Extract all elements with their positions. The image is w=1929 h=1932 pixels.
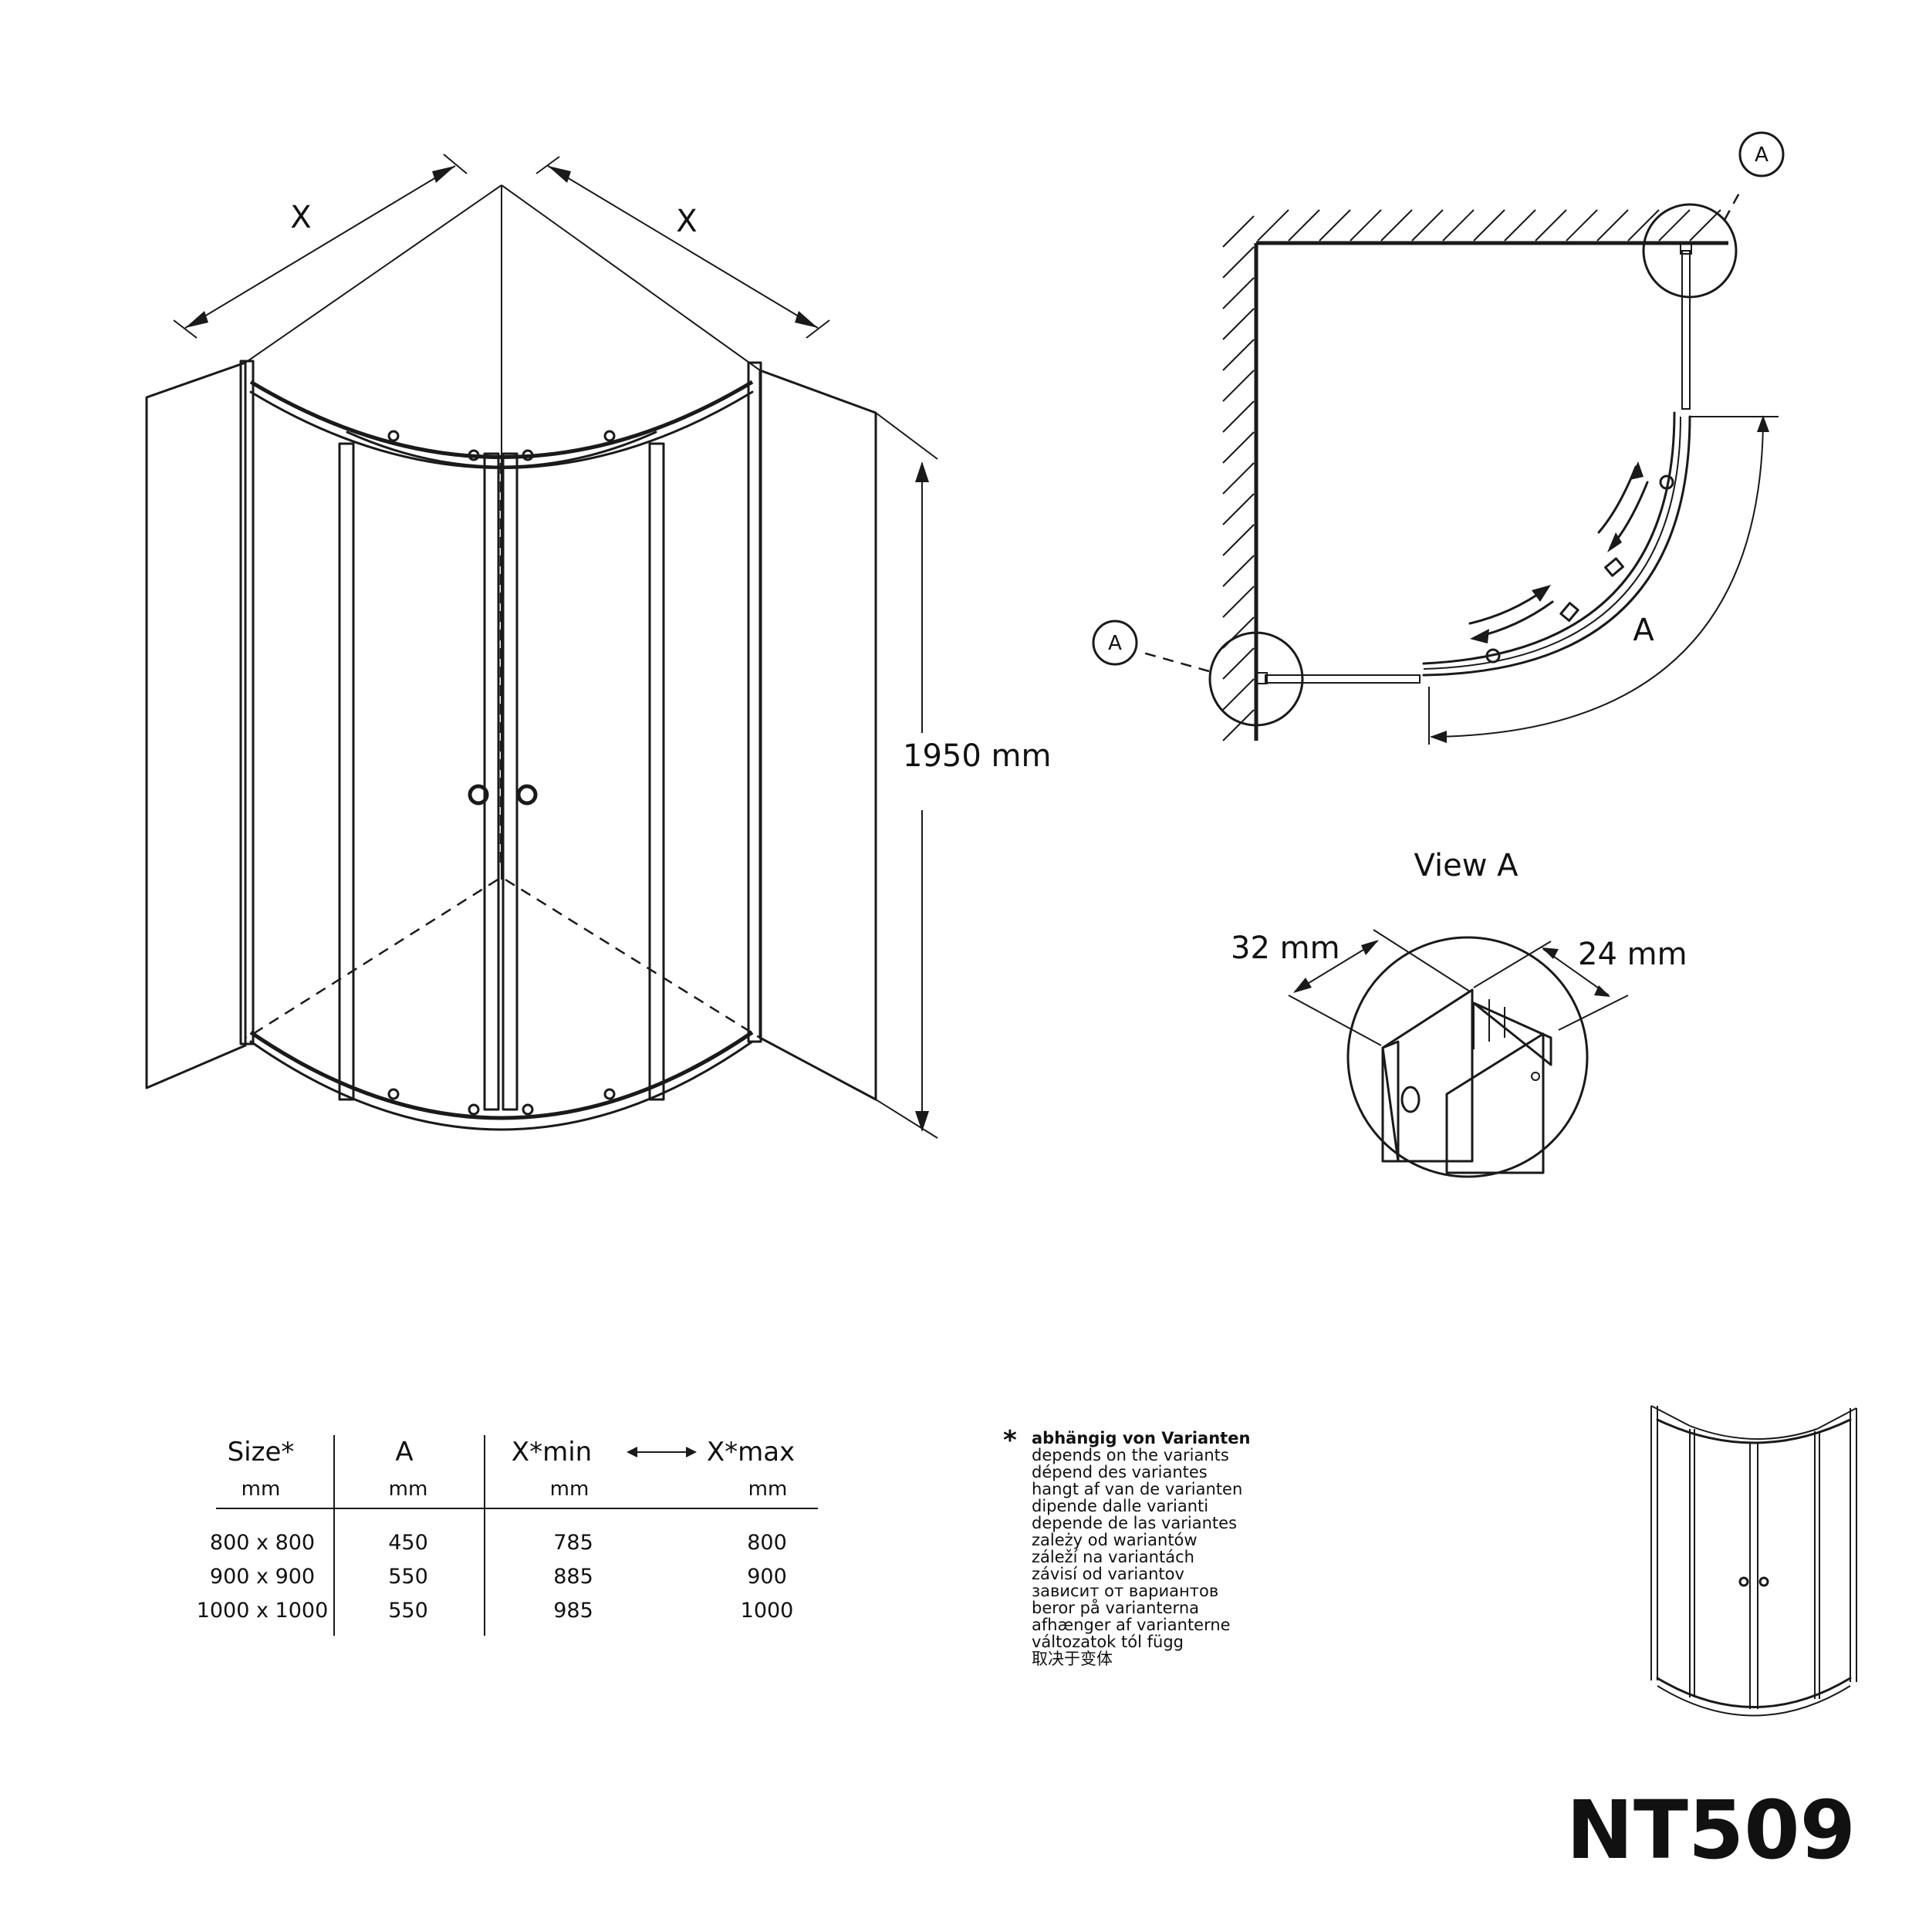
- header-size: Size*: [228, 1437, 295, 1468]
- header-a: A: [395, 1437, 413, 1468]
- isometric-enclosure-view: X X: [145, 154, 1051, 1139]
- unit-xmax: mm: [748, 1478, 788, 1501]
- cell-xmin: 785: [553, 1531, 593, 1555]
- footnote-line: depende de las variantes: [1032, 1514, 1237, 1532]
- cell-size: 1000 x 1000: [197, 1599, 329, 1623]
- footnote-line: 取决于变体: [1032, 1650, 1113, 1668]
- model-code: NT509: [1566, 1783, 1856, 1877]
- cell-xmax: 800: [747, 1531, 787, 1555]
- unit-xmin: mm: [550, 1478, 590, 1501]
- unit-a: mm: [389, 1478, 428, 1501]
- footnote-line: depends on the variants: [1032, 1446, 1229, 1464]
- detail-circle-left: [1208, 631, 1304, 727]
- left-door-handle: [468, 784, 489, 806]
- size-table: Size* A X*min X*max mm mm mm mm 800 x 80…: [197, 1435, 818, 1636]
- footnote-line: závisí od variantov: [1032, 1565, 1184, 1583]
- top-curved-rail: [249, 380, 754, 459]
- wall-hatching: [1222, 209, 1721, 741]
- table-row: 800 x 800 450 785 800: [210, 1531, 787, 1555]
- plan-view: A A A: [1092, 131, 1785, 745]
- detail-title: View A: [1414, 848, 1519, 883]
- left-wall: [145, 361, 247, 1089]
- header-xmax: X*max: [707, 1437, 795, 1468]
- curved-door-inner: [1422, 411, 1676, 665]
- cell-size: 900 x 900: [210, 1565, 315, 1589]
- unit-size: mm: [242, 1478, 281, 1501]
- footnote-line: záleží na variantách: [1032, 1548, 1194, 1566]
- footnote-line: zależy od wariantów: [1032, 1531, 1198, 1549]
- arc-dim-label: A: [1633, 613, 1654, 648]
- footnote-line: dépend des variantes: [1032, 1463, 1208, 1481]
- detail-view-a: View A 32 mm 24 mm: [1231, 848, 1687, 1178]
- cell-size: 800 x 800: [210, 1531, 315, 1555]
- header-xmin: X*min: [512, 1437, 592, 1468]
- dim-x-right: X: [676, 204, 697, 239]
- dim-x-left: X: [290, 200, 311, 235]
- footnote-line: afhænger af varianterne: [1032, 1616, 1231, 1634]
- callout-left-label: A: [1108, 632, 1122, 655]
- cell-xmin: 985: [553, 1599, 593, 1623]
- cell-a: 450: [388, 1531, 428, 1555]
- right-door-handle: [516, 784, 538, 806]
- cell-xmax: 900: [747, 1565, 787, 1589]
- detail-magnifier-circle: [1346, 936, 1589, 1178]
- range-arrow-icon: [627, 1447, 697, 1457]
- dim-32mm: 32 mm: [1231, 931, 1340, 966]
- cell-xmin: 885: [553, 1565, 593, 1589]
- cell-a: 550: [388, 1565, 428, 1589]
- footnote-line: beror på varianterna: [1032, 1598, 1199, 1617]
- footnote-line: változatok tól függ: [1032, 1633, 1184, 1651]
- footnote-line: hangt af van de varianten: [1032, 1480, 1242, 1498]
- dim-24mm: 24 mm: [1578, 937, 1687, 972]
- cell-a: 550: [388, 1599, 428, 1623]
- footnote-line: dipende dalle varianti: [1032, 1497, 1208, 1515]
- footnote-line: зависит от вариантов: [1032, 1582, 1218, 1600]
- detail-circle-top: [1642, 203, 1738, 299]
- callout-top-label: A: [1755, 144, 1769, 167]
- footnote-marker: *: [1003, 1425, 1017, 1456]
- table-row: 1000 x 1000 550 985 1000: [197, 1599, 794, 1623]
- footnote-line: abhängig von Varianten: [1032, 1429, 1250, 1447]
- bottom-curved-rail: [249, 1030, 754, 1120]
- product-thumbnail: [1650, 1405, 1857, 1717]
- table-row: 900 x 900 550 885 900: [210, 1565, 787, 1589]
- cell-xmax: 1000: [741, 1599, 794, 1623]
- variants-footnote: * abhängig von Varianten depends on the …: [1003, 1425, 1250, 1668]
- right-wall: [758, 369, 877, 1101]
- curved-door-outer: [1422, 415, 1691, 677]
- dim-height: 1950 mm: [903, 738, 1051, 774]
